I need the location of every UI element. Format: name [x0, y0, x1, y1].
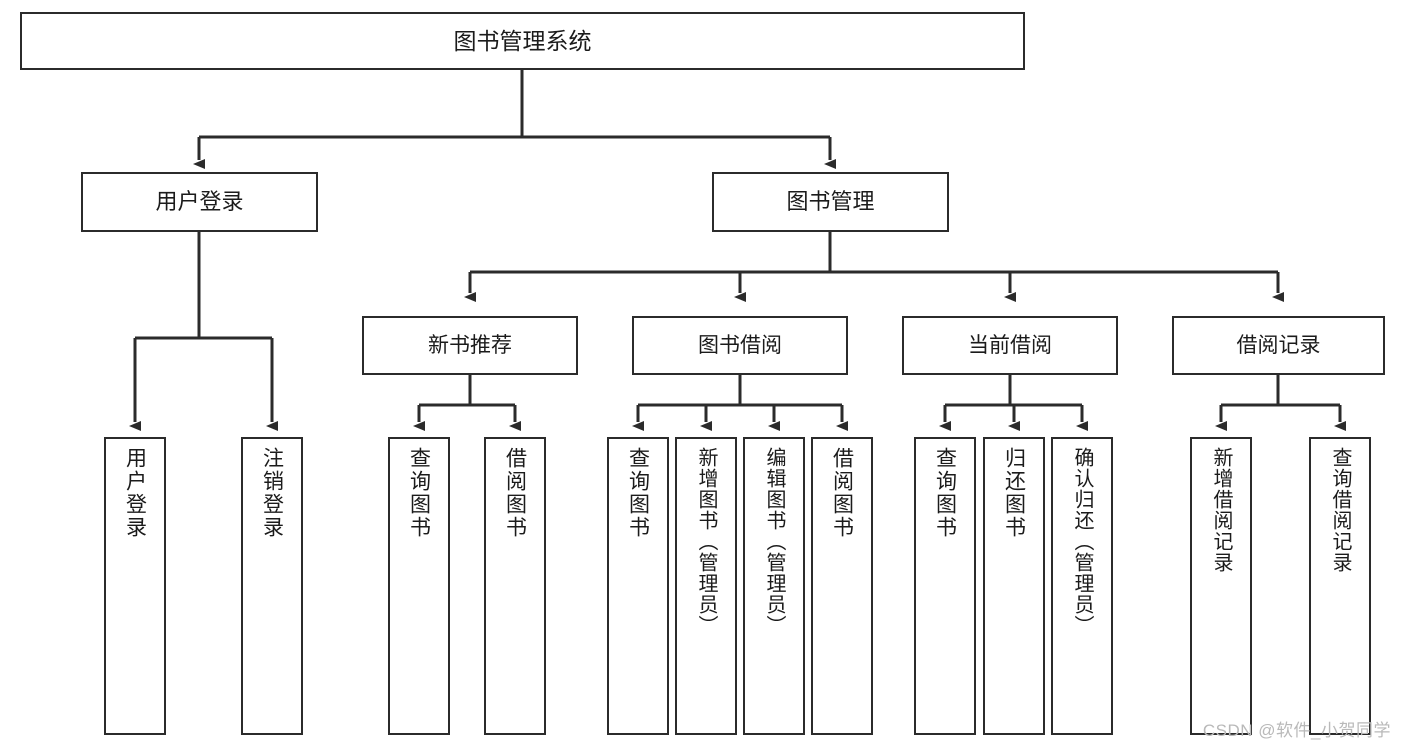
leaf-user-login[interactable]: 用户登录	[104, 437, 166, 735]
leaf-confirm-return-admin-label: 确认归还（管理员）	[1071, 447, 1093, 636]
leaf-borrow-book[interactable]: 借阅图书	[811, 437, 873, 735]
watermark-text: CSDN @软件_小贺同学	[1202, 721, 1391, 740]
leaf-logout[interactable]: 注销登录	[241, 437, 303, 735]
leaf-edit-book-admin-label: 编辑图书（管理员）	[763, 447, 785, 636]
leaf-return-book[interactable]: 归还图书	[983, 437, 1045, 735]
leaf-query-borrow-record-label: 查询借阅记录	[1329, 447, 1351, 573]
leaf-add-borrow-record-label: 新增借阅记录	[1210, 447, 1232, 573]
leaf-add-borrow-record[interactable]: 新增借阅记录	[1190, 437, 1252, 735]
leaf-confirm-return-admin[interactable]: 确认归还（管理员）	[1051, 437, 1113, 735]
leaf-add-book-admin-label: 新增图书（管理员）	[695, 447, 717, 636]
node-user-login[interactable]: 用户登录	[81, 172, 318, 232]
leaf-query-book-current[interactable]: 查询图书	[914, 437, 976, 735]
node-user-login-label: 用户登录	[155, 188, 244, 214]
node-root[interactable]: 图书管理系统	[20, 12, 1025, 70]
node-borrow-record[interactable]: 借阅记录	[1172, 316, 1385, 375]
leaf-query-book-borrow[interactable]: 查询图书	[607, 437, 669, 735]
leaf-user-login-label: 用户登录	[123, 447, 147, 539]
node-book-borrow-label: 图书借阅	[698, 333, 782, 357]
node-book-management-label: 图书管理	[786, 188, 875, 214]
node-book-management[interactable]: 图书管理	[712, 172, 949, 232]
leaf-borrow-book-recommend[interactable]: 借阅图书	[484, 437, 546, 735]
node-current-borrow-label: 当前借阅	[968, 333, 1052, 357]
node-current-borrow[interactable]: 当前借阅	[902, 316, 1118, 375]
leaf-add-book-admin[interactable]: 新增图书（管理员）	[675, 437, 737, 735]
leaf-query-book-borrow-label: 查询图书	[626, 447, 650, 539]
leaf-edit-book-admin[interactable]: 编辑图书（管理员）	[743, 437, 805, 735]
node-root-label: 图书管理系统	[453, 27, 592, 54]
leaf-query-book-recommend-label: 查询图书	[407, 447, 431, 539]
node-new-book-recommend[interactable]: 新书推荐	[362, 316, 578, 375]
leaf-query-book-recommend[interactable]: 查询图书	[388, 437, 450, 735]
node-book-borrow[interactable]: 图书借阅	[632, 316, 848, 375]
node-borrow-record-label: 借阅记录	[1236, 333, 1321, 357]
leaf-logout-label: 注销登录	[260, 447, 284, 539]
leaf-query-book-current-label: 查询图书	[933, 447, 957, 539]
node-new-book-recommend-label: 新书推荐	[428, 333, 512, 357]
leaf-return-book-label: 归还图书	[1002, 447, 1026, 539]
leaf-borrow-book-label: 借阅图书	[830, 447, 854, 539]
leaf-borrow-book-recommend-label: 借阅图书	[503, 447, 527, 539]
leaf-query-borrow-record[interactable]: 查询借阅记录	[1309, 437, 1371, 735]
